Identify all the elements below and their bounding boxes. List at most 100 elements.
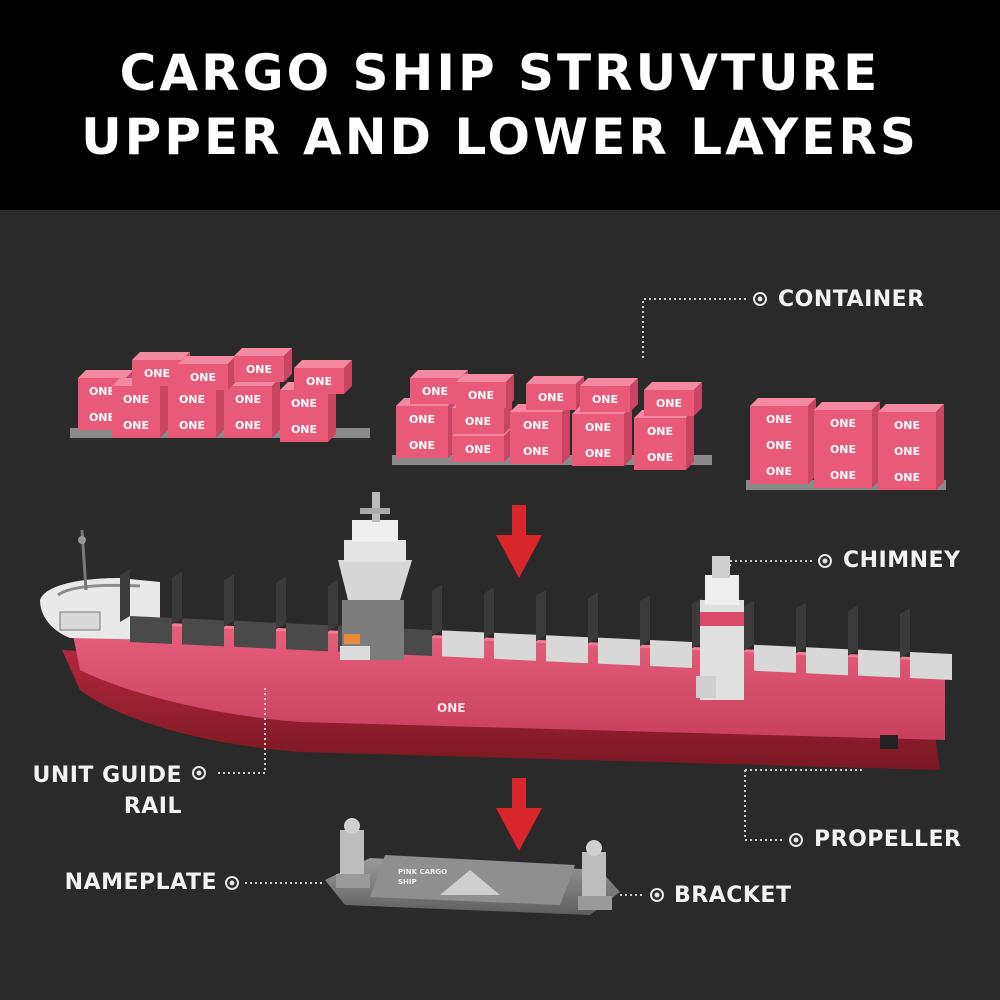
container-brand-label: ONE bbox=[647, 425, 673, 438]
container-brand-label: ONE bbox=[894, 419, 920, 432]
container-brand-label: ONE bbox=[766, 439, 792, 452]
deck-bay bbox=[806, 647, 848, 676]
container-brand-label: ONE bbox=[409, 439, 435, 452]
container-brand-label: ONE bbox=[422, 385, 448, 398]
nameplate-label: NAMEPLATE bbox=[64, 870, 217, 895]
guide-rail bbox=[692, 597, 702, 649]
hull-brand-label: ONE bbox=[437, 701, 465, 715]
container-brand-label: ONE bbox=[523, 445, 549, 458]
propeller-housing bbox=[880, 735, 898, 749]
deck-bay bbox=[650, 640, 692, 668]
target-icon bbox=[818, 554, 832, 568]
container-brand-label: ONE bbox=[144, 367, 170, 380]
deck-bay bbox=[598, 637, 640, 666]
guide-rail bbox=[432, 584, 442, 637]
propeller-label: PROPELLER bbox=[814, 827, 962, 852]
container-label: CONTAINER bbox=[778, 287, 925, 312]
container-brand-label: ONE bbox=[766, 465, 792, 478]
callout-markers bbox=[192, 292, 832, 902]
container-brand-label: ONE bbox=[409, 413, 435, 426]
container-brand-label: ONE bbox=[465, 443, 491, 456]
container-block: ONE bbox=[814, 402, 880, 436]
bridge-tower bbox=[338, 492, 412, 660]
arrow-down-icon bbox=[496, 505, 542, 578]
guide-rail bbox=[172, 571, 182, 625]
unit-guide-rail-label-1: UNIT GUIDE bbox=[32, 763, 182, 788]
chimney bbox=[696, 556, 744, 700]
container-brand-label: ONE bbox=[190, 371, 216, 384]
guide-rail bbox=[640, 595, 650, 646]
arrow-down-icon bbox=[496, 778, 542, 851]
nameplate-text-2: SHIP bbox=[398, 878, 417, 886]
container-brand-label: ONE bbox=[306, 375, 332, 388]
container-brand-label: ONE bbox=[830, 443, 856, 456]
title-line-2: UPPER AND LOWER LAYERS bbox=[81, 108, 919, 166]
unit-guide-rail-label-2: RAIL bbox=[123, 794, 182, 819]
container-brand-label: ONE bbox=[523, 419, 549, 432]
target-icon bbox=[192, 766, 206, 780]
container-brand-label: ONE bbox=[894, 471, 920, 484]
container-block: ONE bbox=[526, 376, 584, 410]
container-brand-label: ONE bbox=[585, 447, 611, 460]
target-icon bbox=[753, 292, 767, 306]
container-brand-label: ONE bbox=[647, 451, 673, 464]
title-banner: CARGO SHIP STRUVTURE UPPER AND LOWER LAY… bbox=[0, 0, 1000, 210]
container-brand-label: ONE bbox=[830, 417, 856, 430]
title-line-1: CARGO SHIP STRUVTURE bbox=[119, 44, 881, 102]
container-brand-label: ONE bbox=[656, 397, 682, 410]
container-brand-label: ONE bbox=[89, 411, 115, 424]
deck-bay bbox=[130, 616, 172, 644]
guide-rail bbox=[276, 576, 286, 630]
container-brand-label: ONE bbox=[89, 385, 115, 398]
deck-bay bbox=[182, 618, 224, 647]
target-icon bbox=[789, 833, 803, 847]
container-block: ONE bbox=[234, 348, 292, 382]
container-brand-label: ONE bbox=[291, 423, 317, 436]
display-stand: PINK CARGO SHIP bbox=[325, 818, 620, 915]
deck-bay bbox=[910, 652, 952, 680]
container-brand-label: ONE bbox=[123, 393, 149, 406]
deck-bay bbox=[494, 632, 536, 661]
container-brand-label: ONE bbox=[235, 393, 261, 406]
ship-illustration: ONE ONE ONE ONE ONE ONE ONE ONE ONE ONE ONE ONE ONE O… bbox=[40, 292, 952, 915]
guide-rail bbox=[796, 602, 806, 654]
guide-rail bbox=[120, 569, 130, 622]
unit-guide-rails bbox=[120, 569, 952, 680]
guide-rail bbox=[588, 592, 598, 644]
guide-rail bbox=[848, 605, 858, 656]
container-brand-label: ONE bbox=[585, 421, 611, 434]
guide-rail bbox=[224, 574, 234, 627]
container-brand-label: ONE bbox=[123, 419, 149, 432]
container-block: ONE bbox=[456, 374, 514, 408]
container-brand-label: ONE bbox=[830, 469, 856, 482]
container-stacks: ONE ONE ONE ONE ONE ONE ONE ONE ONE ONE ONE ONE ONE O… bbox=[70, 348, 946, 490]
container-brand-label: ONE bbox=[179, 419, 205, 432]
container-block: ONE bbox=[580, 378, 638, 412]
guide-rail bbox=[900, 608, 910, 658]
container-block: ONE bbox=[294, 360, 352, 394]
deck-bay bbox=[442, 630, 484, 659]
container-brand-label: ONE bbox=[246, 363, 272, 376]
container-brand-label: ONE bbox=[894, 445, 920, 458]
chimney-label: CHIMNEY bbox=[843, 548, 961, 573]
deck-bay bbox=[234, 620, 276, 649]
deck-bay bbox=[754, 644, 796, 673]
leader-lines bbox=[215, 298, 862, 896]
target-icon bbox=[225, 876, 239, 890]
container-brand-label: ONE bbox=[235, 419, 261, 432]
container-block: ONE bbox=[878, 404, 944, 438]
guide-rail bbox=[328, 579, 338, 632]
container-brand-label: ONE bbox=[538, 391, 564, 404]
container-block: ONE bbox=[750, 398, 816, 432]
nameplate-text-1: PINK CARGO bbox=[398, 868, 447, 876]
target-icon bbox=[650, 888, 664, 902]
bracket-label: BRACKET bbox=[674, 883, 792, 908]
container-block: ONE bbox=[178, 356, 236, 390]
guide-rail bbox=[536, 589, 546, 642]
container-block: ONE bbox=[644, 382, 702, 416]
guide-rail bbox=[744, 600, 754, 651]
container-brand-label: ONE bbox=[465, 415, 491, 428]
container-brand-label: ONE bbox=[592, 393, 618, 406]
deck-bay bbox=[546, 635, 588, 664]
